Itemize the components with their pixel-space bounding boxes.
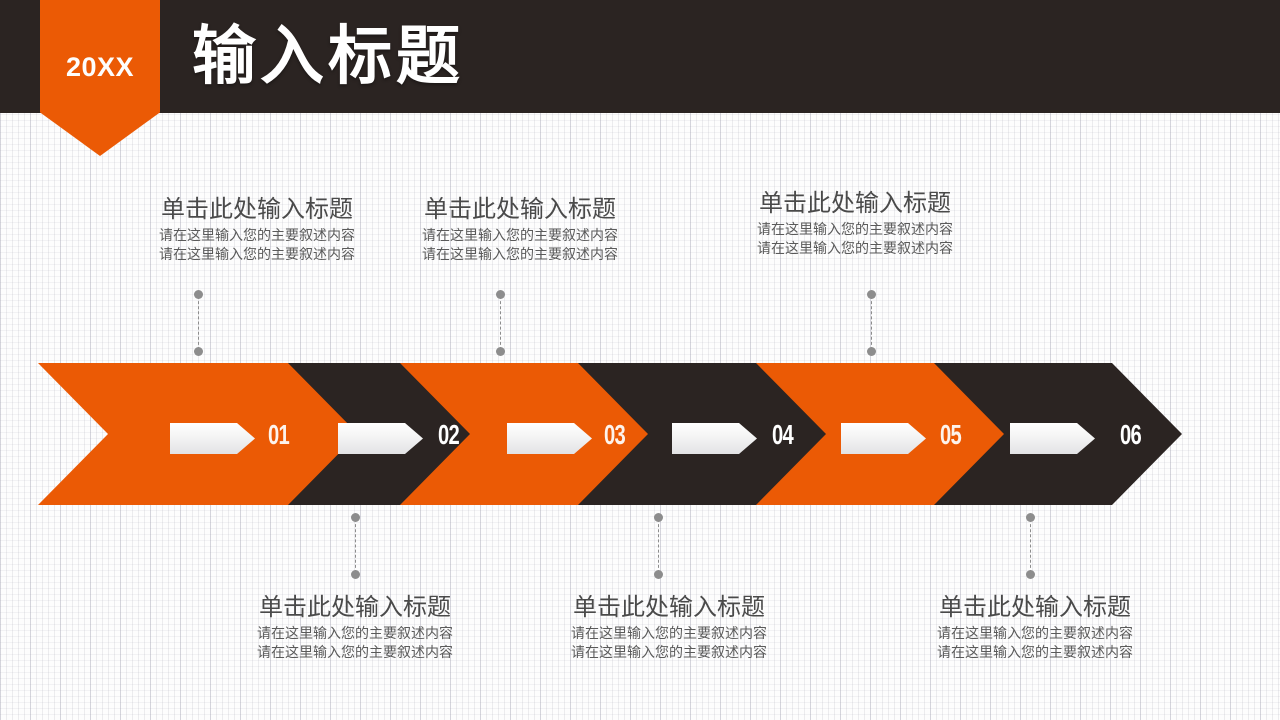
callout-line-2: 请在这里输入您的主要叙述内容 (159, 246, 355, 262)
callout-top-2: 单击此处输入标题 请在这里输入您的主要叙述内容 请在这里输入您的主要叙述内容 (355, 194, 685, 264)
callout-line-2: 请在这里输入您的主要叙述内容 (757, 240, 953, 256)
step-number-6: 06 (1120, 419, 1142, 450)
connector-bottom-3 (1026, 513, 1035, 579)
connector-dot-upper (351, 513, 360, 522)
callout-bottom-1: 单击此处输入标题 请在这里输入您的主要叙述内容 请在这里输入您的主要叙述内容 (190, 592, 520, 662)
connector-bottom-2 (654, 513, 663, 579)
step-number-2: 02 (438, 419, 460, 450)
connector-dot-upper (1026, 513, 1035, 522)
connector-dot-lower (867, 347, 876, 356)
inner-arrow-3 (507, 423, 592, 454)
callout-line-1: 请在这里输入您的主要叙述内容 (257, 625, 453, 641)
callout-line-2: 请在这里输入您的主要叙述内容 (422, 246, 618, 262)
header-bar (0, 0, 1280, 113)
callout-line-2: 请在这里输入您的主要叙述内容 (937, 644, 1133, 660)
connector-dot-upper (496, 290, 505, 299)
callout-bottom-3: 单击此处输入标题 请在这里输入您的主要叙述内容 请在这里输入您的主要叙述内容 (870, 592, 1200, 662)
callout-line-1: 请在这里输入您的主要叙述内容 (422, 227, 618, 243)
callout-line-1: 请在这里输入您的主要叙述内容 (757, 221, 953, 237)
callout-title: 单击此处输入标题 (424, 196, 616, 223)
callout-line-2: 请在这里输入您的主要叙述内容 (571, 644, 767, 660)
connector-dot-lower (351, 570, 360, 579)
process-chevron-chain: 01 02 03 04 05 06 (0, 363, 1280, 505)
callout-line-2: 请在这里输入您的主要叙述内容 (257, 644, 453, 660)
step-number-4: 04 (772, 419, 794, 450)
connector-dashed-line (658, 519, 659, 573)
connector-top-3 (867, 290, 876, 356)
connector-dashed-line (1030, 519, 1031, 573)
callout-line-1: 请在这里输入您的主要叙述内容 (159, 227, 355, 243)
step-number-5: 05 (940, 419, 962, 450)
step-number-3: 03 (604, 419, 626, 450)
year-label: 20XX (65, 52, 135, 82)
connector-dot-upper (654, 513, 663, 522)
callout-title: 单击此处输入标题 (573, 594, 765, 621)
connector-top-1 (194, 290, 203, 356)
connector-dot-lower (496, 347, 505, 356)
connector-dot-lower (654, 570, 663, 579)
inner-arrow-2 (338, 423, 423, 454)
connector-dot-lower (194, 347, 203, 356)
callout-title: 单击此处输入标题 (759, 190, 951, 217)
connector-dashed-line (355, 519, 356, 573)
connector-dot-upper (867, 290, 876, 299)
callout-top-1: 单击此处输入标题 请在这里输入您的主要叙述内容 请在这里输入您的主要叙述内容 (92, 194, 422, 264)
connector-dashed-line (198, 296, 199, 350)
callout-title: 单击此处输入标题 (939, 594, 1131, 621)
connector-dot-lower (1026, 570, 1035, 579)
inner-arrow-1 (170, 423, 255, 454)
callout-line-1: 请在这里输入您的主要叙述内容 (937, 625, 1133, 641)
step-number-1: 01 (268, 419, 290, 450)
callout-title: 单击此处输入标题 (259, 594, 451, 621)
inner-arrow-4 (672, 423, 757, 454)
callout-bottom-2: 单击此处输入标题 请在这里输入您的主要叙述内容 请在这里输入您的主要叙述内容 (504, 592, 834, 662)
callout-line-1: 请在这里输入您的主要叙述内容 (571, 625, 767, 641)
connector-bottom-1 (351, 513, 360, 579)
connector-dashed-line (500, 296, 501, 350)
inner-arrow-6 (1010, 423, 1095, 454)
connector-dashed-line (871, 296, 872, 350)
callout-title: 单击此处输入标题 (161, 196, 353, 223)
connector-top-2 (496, 290, 505, 356)
connector-dot-upper (194, 290, 203, 299)
callout-top-3: 单击此处输入标题 请在这里输入您的主要叙述内容 请在这里输入您的主要叙述内容 (690, 188, 1020, 258)
page-title: 输入标题 (192, 20, 464, 92)
inner-arrow-5 (841, 423, 926, 454)
